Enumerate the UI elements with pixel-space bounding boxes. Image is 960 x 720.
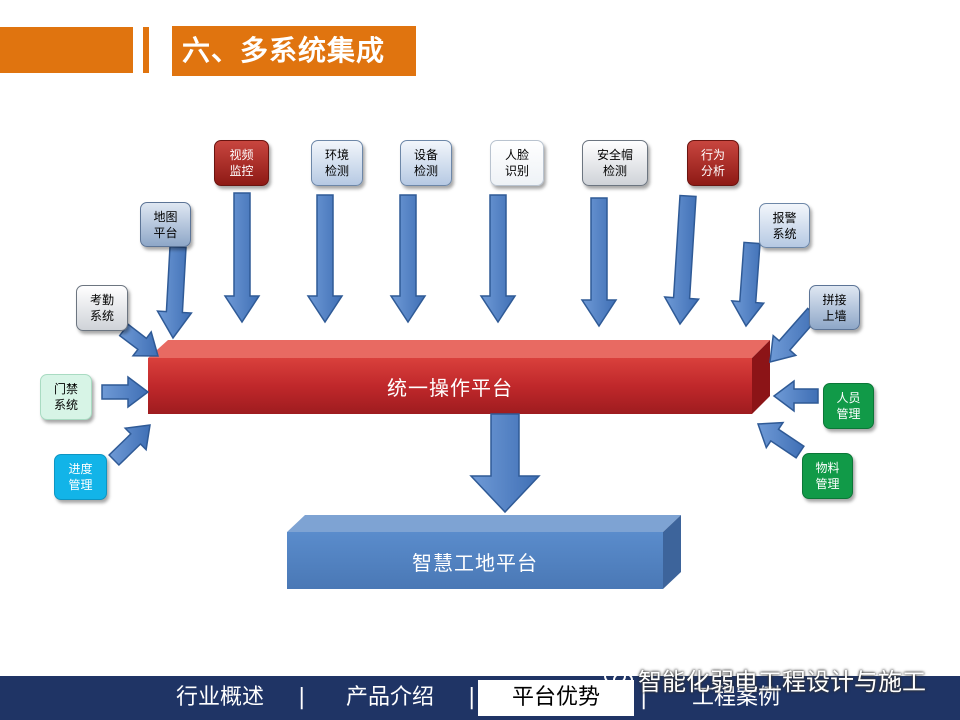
arrow-material [756,421,805,459]
wechat-icon [604,667,633,688]
arrow-to-smart-site [469,413,541,514]
node-label-line: 拼接 [822,292,847,307]
arrow-helmet [580,197,618,328]
arrow-video [223,192,261,324]
nav-product-intro[interactable]: 产品介绍 [345,685,434,710]
node-video-monitoring[interactable]: 视频 监控 [214,140,269,186]
arrow-progress [108,424,151,467]
node-attendance-system[interactable]: 考勤 系统 [76,285,128,331]
node-face-recognition[interactable]: 人脸 识别 [490,140,544,186]
nav-separator: | [468,685,476,710]
nav-platform-advantages[interactable]: 平台优势 [478,680,634,716]
node-alarm-system[interactable]: 报警 系统 [759,203,810,248]
page-title: 六、多系统集成 [172,26,416,76]
arrow-alarm [730,241,766,328]
node-device-detection[interactable]: 设备 检测 [400,140,452,186]
arrow-access [101,375,150,409]
node-label-line: 视频 [229,148,254,162]
nav-project-cases[interactable]: 工程案例 [691,685,780,710]
node-label-line: 人员 [836,391,861,405]
arrow-attendance [118,323,159,357]
node-label-line: 报警 [772,210,797,225]
smart-site-platform-label: 智慧工地平台 [412,551,538,575]
node-label-line: 分析 [700,164,725,178]
node-label-line: 管理 [68,478,93,492]
node-label-line: 安全帽 [596,148,633,162]
node-material-management[interactable]: 物料 管理 [802,453,853,499]
node-label-line: 检测 [413,164,438,178]
node-access-control[interactable]: 门禁 系统 [40,374,92,420]
nav-separator: | [640,685,648,710]
node-label-line: 检测 [602,164,627,178]
node-label-line: 系统 [772,226,797,241]
watermark-text: 智能化弱电工程设计与施工 [638,668,926,696]
node-label-line: 考勤 [89,293,114,307]
header-accent-bar [0,27,133,73]
arrow-behavior [663,194,701,326]
smart-site-platform-shape [287,515,681,589]
node-label-line: 检测 [324,164,349,178]
arrow-env [306,194,344,324]
node-label-line: 系统 [53,398,78,412]
node-label-line: 行为 [700,148,725,162]
node-helmet-detection[interactable]: 安全帽 检测 [582,140,648,186]
node-label-line: 环境 [324,148,349,162]
node-label-line: 物料 [815,461,840,475]
node-label-line: 平台 [153,225,178,240]
arrow-personnel [772,379,819,413]
node-label-line: 管理 [815,477,840,491]
unified-platform-label: 统一操作平台 [387,376,513,400]
node-label-line: 系统 [89,309,114,323]
node-label-line: 管理 [836,407,861,421]
header-divider [143,27,149,73]
node-label-line: 上墙 [822,308,847,323]
node-personnel-management[interactable]: 人员 管理 [823,383,874,429]
unified-platform-shape [148,340,770,414]
node-behavior-analysis[interactable]: 行为 分析 [687,140,739,186]
node-map-platform[interactable]: 地图 平台 [140,202,191,247]
arrow-face [479,194,517,324]
node-label-line: 门禁 [53,382,78,396]
arrow-device [389,194,427,324]
node-progress-management[interactable]: 进度 管理 [54,454,107,500]
node-label-line: 进度 [68,462,93,476]
nav-separator: | [298,685,306,710]
nav-industry-overview[interactable]: 行业概述 [175,685,264,710]
node-label-line: 监控 [229,164,254,178]
node-label-line: 地图 [153,209,178,224]
node-splice-wall[interactable]: 拼接 上墙 [809,285,860,330]
node-label-line: 设备 [413,148,438,162]
node-environment-detection[interactable]: 环境 检测 [311,140,363,186]
node-label-line: 识别 [504,164,529,178]
node-label-line: 人脸 [504,148,529,162]
arrow-map [156,245,193,340]
